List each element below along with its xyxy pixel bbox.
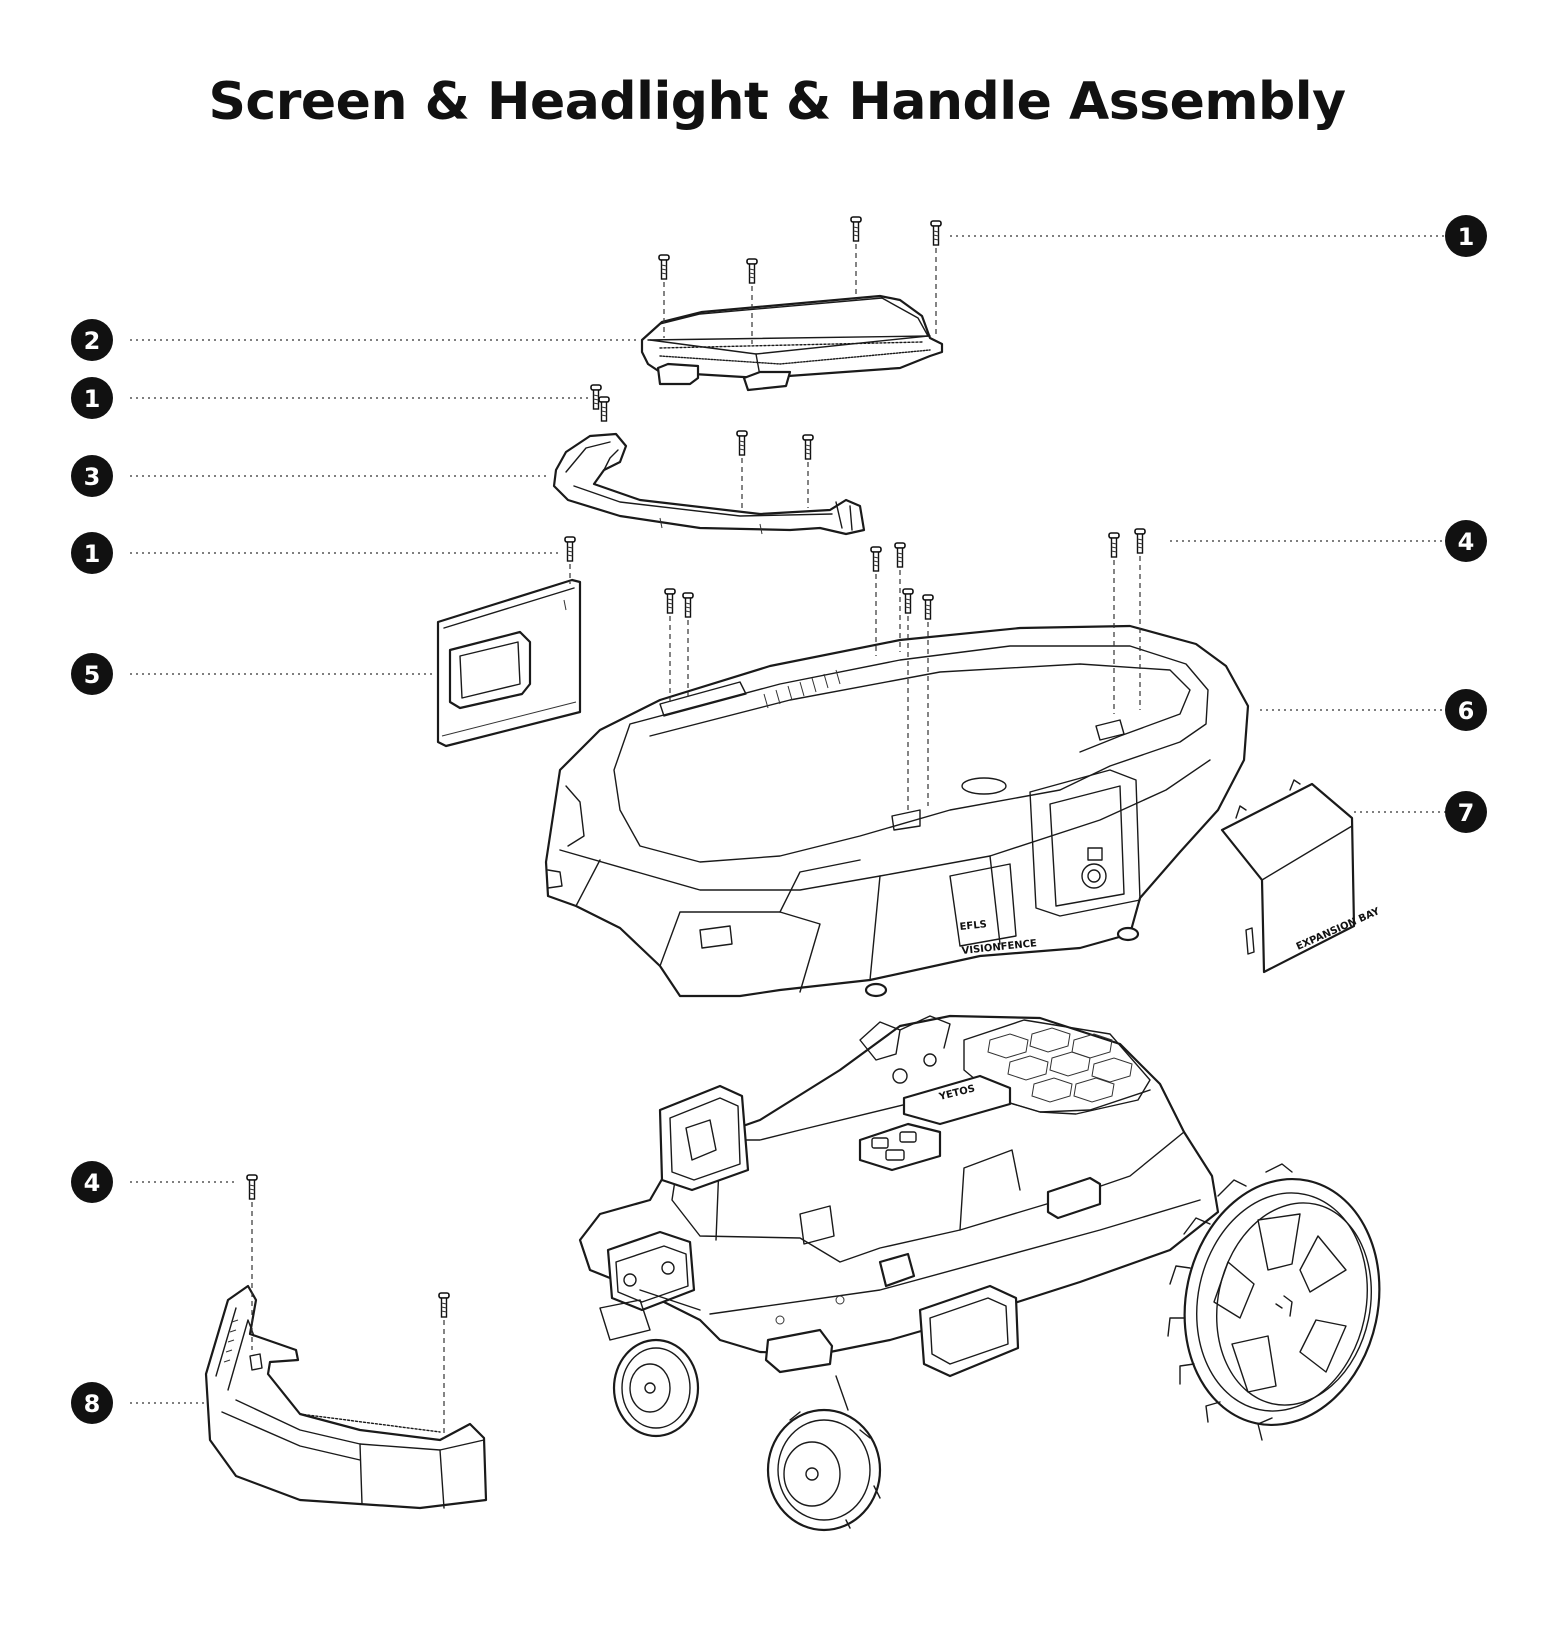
bumper-screws [246,1174,450,1438]
top-cover-part: EFLS VISIONFENCE [544,624,1250,998]
top-cover-vents [659,669,841,717]
top-cover-screws [664,528,1146,810]
svg-text:2: 2 [84,327,101,355]
side-cover-screw [564,536,576,584]
callout-badge-2-screen: 2 [71,319,113,361]
side-cover-part [436,578,582,748]
leader-lines [130,235,1448,1404]
headlight-handle-part [552,432,866,536]
svg-text:4: 4 [1458,528,1475,556]
screen-part [640,294,944,392]
rear-wheel [1167,1163,1381,1441]
svg-text:1: 1 [84,540,101,568]
svg-text:3: 3 [84,463,101,491]
svg-text:4: 4 [84,1169,101,1197]
svg-text:1: 1 [84,385,101,413]
caster-wheel-right [766,1375,882,1532]
caster-wheel-left [612,1338,700,1438]
callout-badge-5-side-cover: 5 [71,653,113,695]
headlight-screws [590,384,814,512]
svg-text:7: 7 [1458,799,1475,827]
mower-body: YETOS [578,1014,1220,1378]
callout-badge-1-screen-screws: 1 [1445,215,1487,257]
screen-screws [658,216,942,344]
callout-badge-7-expansion-bay: 7 [1445,791,1487,833]
callout-badge-1-side-cover-screw: 1 [71,532,113,574]
svg-text:6: 6 [1458,697,1475,725]
page-title: Screen & Headlight & Handle Assembly [208,72,1346,132]
callout-badge-1-headlight-screws: 1 [71,377,113,419]
front-bumper-part [204,1284,488,1510]
expansion-bay-cover-part: EXPANSION BAY [1220,779,1382,974]
svg-text:1: 1 [1458,223,1475,251]
callout-badge-4-top-cover-screws: 4 [1445,520,1487,562]
callout-badge-3-headlight: 3 [71,455,113,497]
svg-text:5: 5 [84,661,101,689]
efls-label: EFLS [959,919,987,933]
callout-badge-8-bumper: 8 [71,1382,113,1424]
callout-badge-4-bumper-screws: 4 [71,1161,113,1203]
callout-badge-6-top-cover: 6 [1445,689,1487,731]
svg-text:8: 8 [84,1390,101,1418]
